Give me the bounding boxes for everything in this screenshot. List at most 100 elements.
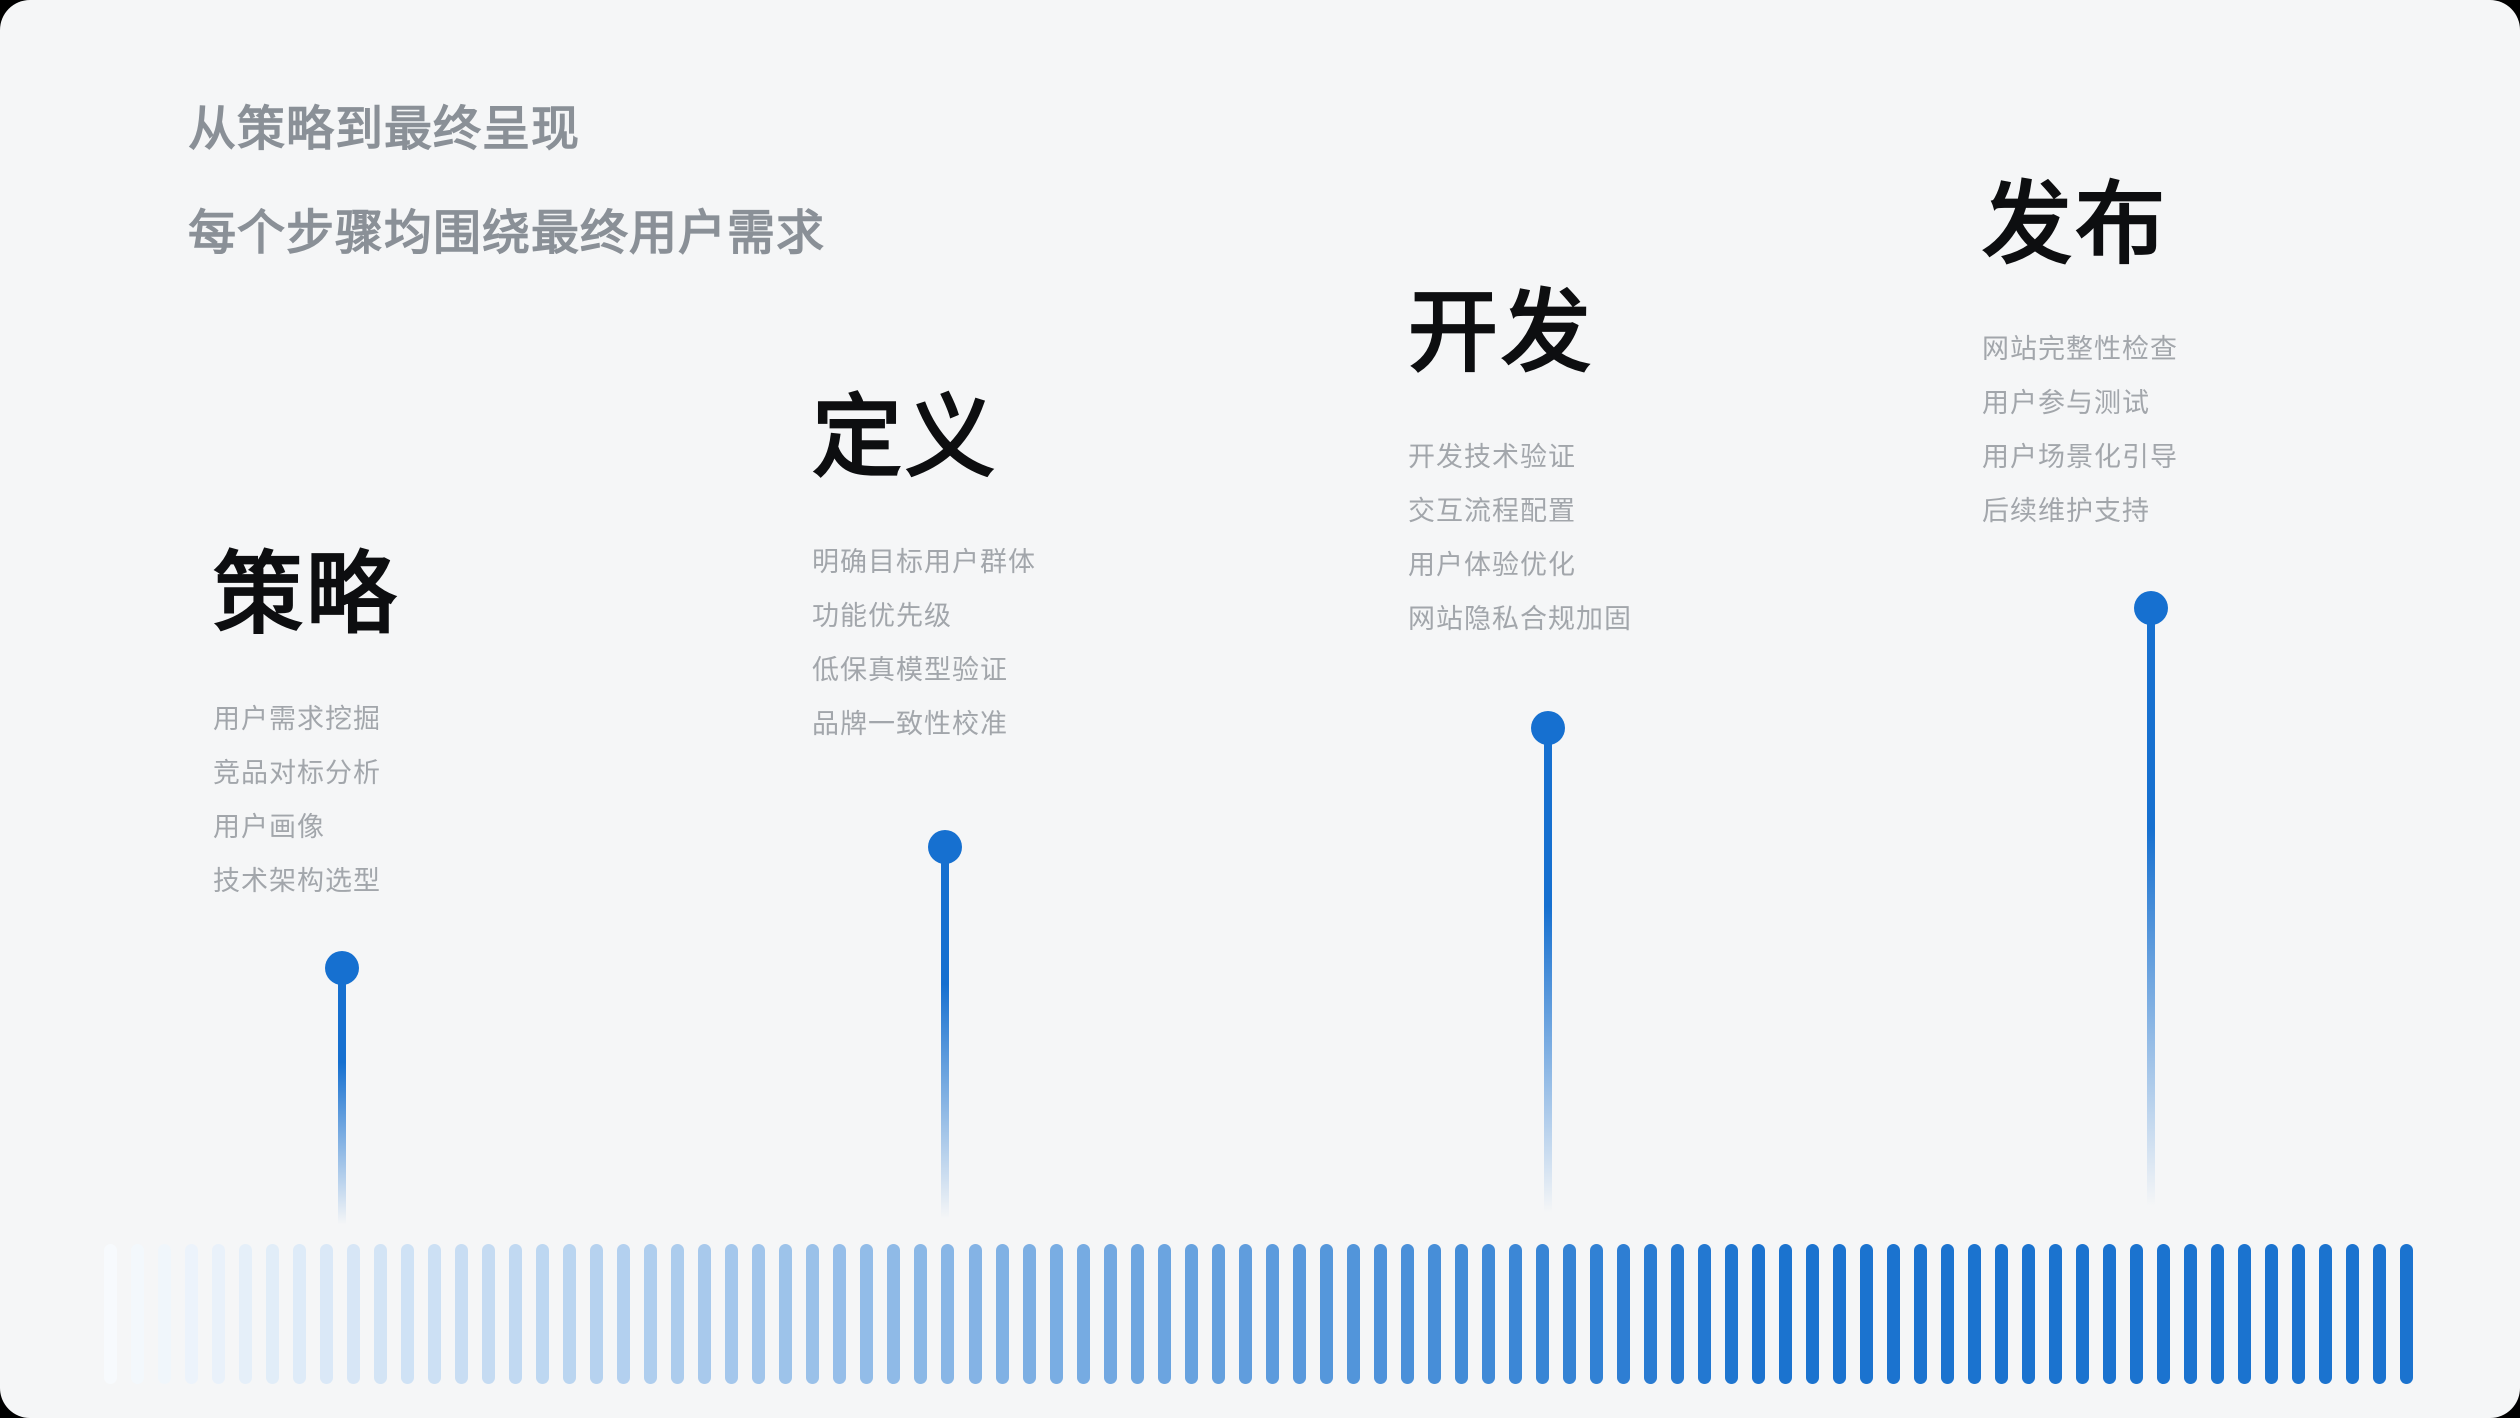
timeline-bar	[1914, 1244, 1928, 1384]
timeline-bar	[428, 1244, 442, 1384]
timeline-bar	[293, 1244, 307, 1384]
timeline-bar	[239, 1244, 253, 1384]
timeline-bar	[401, 1244, 415, 1384]
stage-development-title: 开发	[1408, 283, 1594, 383]
stage-item: 用户需求挖掘	[213, 704, 381, 734]
stage-item: 后续维护支持	[1982, 496, 2150, 526]
stage-item: 品牌一致性校准	[812, 709, 1008, 739]
timeline-bar	[1860, 1244, 1874, 1384]
timeline-bar	[563, 1244, 577, 1384]
timeline-bar	[968, 1244, 982, 1384]
timeline-bar	[1211, 1244, 1225, 1384]
stage-item: 开发技术验证	[1408, 442, 1576, 472]
timeline-bar	[374, 1244, 388, 1384]
stage-item: 用户体验优化	[1408, 550, 1576, 580]
timeline-bar	[860, 1244, 874, 1384]
timeline-bar	[347, 1244, 361, 1384]
stage-launch-marker-dot	[2134, 591, 2168, 625]
timeline-bar	[482, 1244, 496, 1384]
timeline-bar	[104, 1244, 117, 1384]
timeline-bar	[455, 1244, 469, 1384]
timeline-bar	[2022, 1244, 2036, 1384]
timeline-bar	[644, 1244, 658, 1384]
timeline-bar	[1724, 1244, 1738, 1384]
timeline-bar	[212, 1244, 226, 1384]
stage-item: 用户参与测试	[1982, 388, 2150, 418]
timeline-bar	[2184, 1244, 2198, 1384]
timeline-bar	[995, 1244, 1009, 1384]
stage-development-marker-dot	[1531, 711, 1565, 745]
timeline-bar	[320, 1244, 334, 1384]
timeline-bar	[2373, 1244, 2387, 1384]
timeline-bar	[2049, 1244, 2063, 1384]
timeline-bar	[158, 1244, 172, 1384]
timeline-bar	[1670, 1244, 1684, 1384]
timeline-bar	[2130, 1244, 2144, 1384]
stage-item: 低保真模型验证	[812, 655, 1008, 685]
page-subtitle: 从策略到最终呈现 每个步骤均围绕最终用户需求	[188, 78, 825, 286]
stage-launch-title: 发布	[1982, 175, 2168, 275]
stage-item: 明确目标用户群体	[812, 547, 1036, 577]
timeline-bar	[698, 1244, 712, 1384]
timeline-bar	[1238, 1244, 1252, 1384]
timeline-bar	[131, 1244, 145, 1384]
timeline-bar	[1481, 1244, 1495, 1384]
timeline-bar	[1265, 1244, 1279, 1384]
timeline-bar	[2319, 1244, 2333, 1384]
timeline-bar	[1184, 1244, 1198, 1384]
stage-launch-marker-stem	[2147, 608, 2155, 1238]
timeline-bar	[536, 1244, 550, 1384]
timeline-bar	[2076, 1244, 2090, 1384]
timeline-bar	[1887, 1244, 1901, 1384]
timeline-bar	[509, 1244, 523, 1384]
timeline-bar	[590, 1244, 604, 1384]
timeline-bar	[185, 1244, 199, 1384]
stage-definition-title: 定义	[812, 388, 998, 488]
timeline-bar	[941, 1244, 955, 1384]
timeline-bar	[1616, 1244, 1630, 1384]
stage-development-marker-stem	[1544, 728, 1552, 1238]
timeline-bar	[1562, 1244, 1576, 1384]
timeline-bar	[1346, 1244, 1360, 1384]
stage-item: 交互流程配置	[1408, 496, 1576, 526]
timeline-bar	[1130, 1244, 1144, 1384]
timeline-bar	[1833, 1244, 1846, 1384]
stage-definition-marker-stem	[941, 847, 949, 1238]
timeline-bar	[1103, 1244, 1117, 1384]
timeline-bar	[2211, 1244, 2225, 1384]
timeline-bar	[1319, 1244, 1333, 1384]
timeline-bar	[1941, 1244, 1955, 1384]
timeline-bar	[1157, 1244, 1171, 1384]
stage-launch-items: 网站完整性检查 用户参与测试 用户场景化引导 后续维护支持	[1982, 322, 2178, 538]
timeline-bar	[1589, 1244, 1603, 1384]
timeline-bar	[833, 1244, 847, 1384]
timeline-bar	[779, 1244, 793, 1384]
timeline-bar	[1968, 1244, 1982, 1384]
timeline-bar	[1022, 1244, 1036, 1384]
timeline-gradient-strip	[104, 1244, 2414, 1384]
stage-item: 技术架构选型	[213, 866, 381, 896]
stage-strategy-title: 策略	[213, 545, 399, 645]
stage-item: 用户画像	[213, 812, 325, 842]
stage-development: 开发 开发技术验证 交互流程配置 用户体验优化 网站隐私合规加固	[1408, 288, 1632, 646]
timeline-bar	[1292, 1244, 1306, 1384]
timeline-bar	[1643, 1244, 1657, 1384]
stage-development-items: 开发技术验证 交互流程配置 用户体验优化 网站隐私合规加固	[1408, 430, 1632, 646]
stage-item: 竞品对标分析	[213, 758, 381, 788]
stage-definition: 定义 明确目标用户群体 功能优先级 低保真模型验证 品牌一致性校准	[812, 393, 1036, 751]
timeline-bar	[2400, 1244, 2414, 1384]
timeline-bar	[806, 1244, 820, 1384]
subtitle-line-1: 从策略到最终呈现	[188, 103, 581, 156]
timeline-bar	[266, 1244, 280, 1384]
timeline-bar	[725, 1244, 739, 1384]
stage-launch: 发布 网站完整性检查 用户参与测试 用户场景化引导 后续维护支持	[1982, 180, 2178, 538]
timeline-bar	[1535, 1244, 1549, 1384]
timeline-bar	[2265, 1244, 2279, 1384]
timeline-bar	[1373, 1244, 1387, 1384]
stage-strategy-marker-dot	[325, 951, 359, 985]
stage-item: 网站完整性检查	[1982, 334, 2178, 364]
stage-item: 功能优先级	[812, 601, 952, 631]
timeline-bar	[1805, 1244, 1819, 1384]
timeline-bar	[2238, 1244, 2252, 1384]
timeline-bar	[617, 1244, 631, 1384]
